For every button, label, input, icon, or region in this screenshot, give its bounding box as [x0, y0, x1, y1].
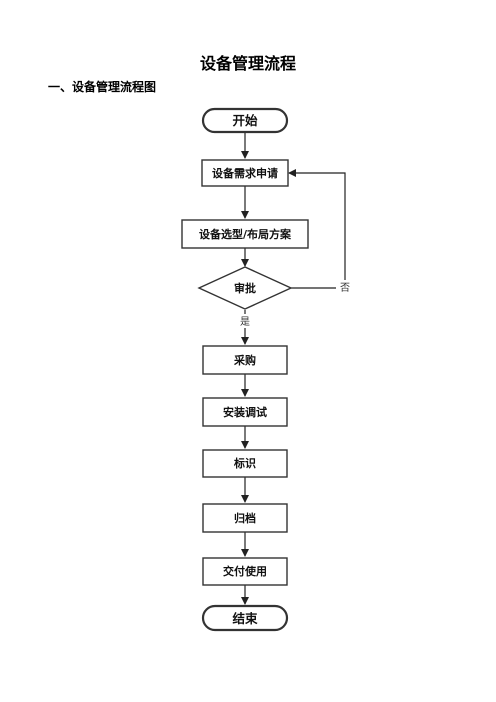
- selection-node: 设备选型/布局方案: [181, 219, 309, 249]
- edge-label-no: 否: [340, 282, 350, 294]
- label-step-label: 标识: [233, 456, 256, 470]
- edge-label-yes: 是: [240, 316, 250, 328]
- install-node: 安装调试: [202, 397, 288, 427]
- end-label: 结束: [232, 611, 258, 626]
- approval-decision: 审批: [197, 266, 293, 310]
- label-node: 标识: [202, 449, 288, 478]
- start-terminator: 开始: [201, 107, 289, 134]
- selection-label: 设备选型/布局方案: [199, 227, 292, 241]
- request-label: 设备需求申请: [212, 166, 278, 180]
- start-label: 开始: [232, 113, 258, 128]
- section-heading: 一、设备管理流程图: [48, 80, 157, 94]
- handover-label: 交付使用: [223, 564, 267, 578]
- purchase-node: 采购: [202, 345, 288, 375]
- approval-label: 审批: [234, 281, 256, 295]
- archive-label: 归档: [234, 511, 256, 525]
- archive-node: 归档: [202, 503, 288, 533]
- document-title: 设备管理流程: [199, 54, 296, 73]
- handover-node: 交付使用: [202, 557, 288, 586]
- end-terminator: 结束: [201, 604, 289, 632]
- request-node: 设备需求申请: [201, 159, 289, 187]
- edge-approval-reject-loop: [288, 169, 346, 289]
- install-label: 安装调试: [223, 405, 267, 419]
- purchase-label: 采购: [233, 353, 256, 367]
